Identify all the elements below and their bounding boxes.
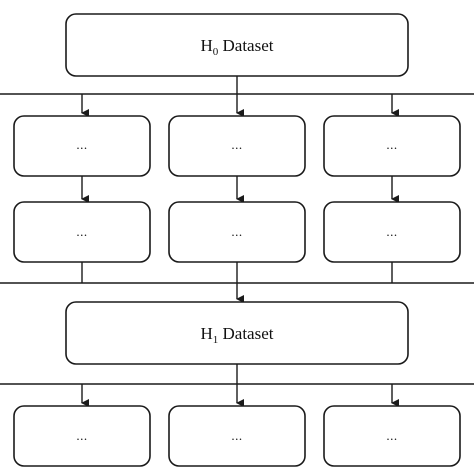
row2-to-h1-connector: [0, 262, 474, 303]
row3-node-1: ...: [13, 405, 151, 467]
row3-node-2-label: ...: [231, 428, 242, 443]
row2-node-1-label: ...: [76, 224, 87, 239]
h1-to-row3-connector: [0, 364, 474, 407]
row2-node-3: ...: [323, 201, 461, 263]
row2-node-3-label: ...: [386, 224, 397, 239]
row3-node-1-label: ...: [76, 428, 87, 443]
row2-node-2: ...: [168, 201, 306, 263]
row3-node-3: ...: [323, 405, 461, 467]
row1-node-1-label: ...: [76, 137, 87, 152]
row1-node-3-label: ...: [386, 137, 397, 152]
row2-node-2-label: ...: [231, 224, 242, 239]
step-row-1: ... ... ...: [13, 115, 461, 177]
row1-to-row2-connector: [81, 176, 399, 203]
row1-node-1: ...: [13, 115, 151, 177]
row1-node-2: ...: [168, 115, 306, 177]
row3-node-2: ...: [168, 405, 306, 467]
row1-node-2-label: ...: [231, 137, 242, 152]
row2-node-1: ...: [13, 201, 151, 263]
step-row-3: ... ... ...: [13, 405, 461, 467]
h0-dataset-label: H0 Dataset: [200, 36, 273, 58]
row3-node-3-label: ...: [386, 428, 397, 443]
h0-dataset-node: H0 Dataset: [65, 13, 409, 77]
step-row-2: ... ... ...: [13, 201, 461, 263]
row1-node-3: ...: [323, 115, 461, 177]
h0-to-row1-connector: [0, 76, 474, 117]
h1-dataset-node: H1 Dataset: [65, 301, 409, 365]
h1-dataset-label: H1 Dataset: [200, 324, 273, 346]
